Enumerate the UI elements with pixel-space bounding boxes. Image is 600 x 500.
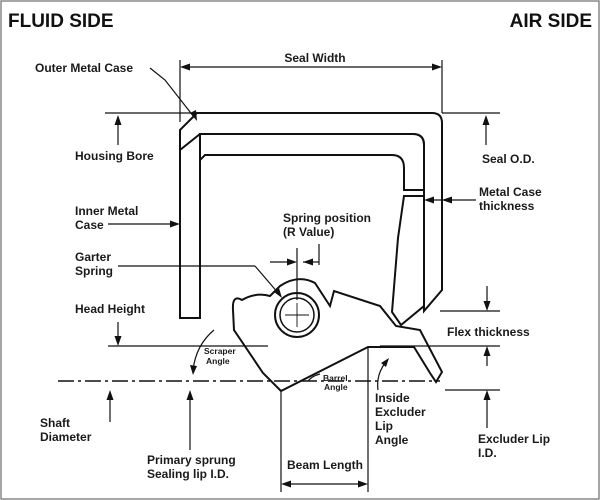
excluder-lip-label-2: I.D. bbox=[478, 446, 497, 460]
inner-metal-case-label-2: Case bbox=[75, 218, 104, 232]
outer-metal-case-label: Outer Metal Case bbox=[35, 61, 133, 75]
beam-length-label: Beam Length bbox=[287, 458, 363, 472]
scraper-angle-arrow bbox=[190, 365, 197, 375]
inner-metal-case-arrow bbox=[170, 220, 180, 228]
inside-excluder-label-2: Excluder bbox=[375, 405, 426, 419]
garter-spring-leader-diag bbox=[254, 265, 280, 295]
garter-spring-arrow bbox=[274, 288, 282, 298]
inside-excluder-label-3: Lip bbox=[375, 419, 393, 433]
flex-thickness-label: Flex thickness bbox=[447, 325, 530, 339]
seal-od-label: Seal O.D. bbox=[482, 152, 535, 166]
metal-case-leg bbox=[390, 195, 425, 327]
beam-length-arrow-right bbox=[358, 480, 368, 488]
metal-case-thickness-label-1: Metal Case bbox=[479, 185, 542, 199]
metal-case-thickness-label-2: thickness bbox=[479, 199, 535, 213]
inside-excluder-arc bbox=[377, 361, 387, 391]
primary-lip-label-1: Primary sprung bbox=[147, 453, 236, 467]
barrel-angle-arc bbox=[307, 373, 321, 382]
primary-lip-arrow bbox=[186, 390, 194, 400]
spring-position-arrow-left bbox=[287, 258, 297, 266]
flex-thickness-arrow-bottom bbox=[483, 346, 491, 356]
inside-excluder-arrow bbox=[381, 358, 389, 367]
metal-case-thickness-arrow-left bbox=[424, 196, 434, 204]
garter-spring-label-2: Spring bbox=[75, 264, 113, 278]
rubber-sealing-element bbox=[231, 278, 444, 393]
housing-bore-arrow bbox=[114, 115, 122, 125]
inner-metal-case-label-1: Inner Metal bbox=[75, 204, 138, 218]
spring-position-label-1: Spring position bbox=[283, 211, 371, 225]
inside-excluder-label-1: Inside bbox=[375, 391, 410, 405]
barrel-angle-label-2: Angle bbox=[324, 382, 348, 392]
head-height-label: Head Height bbox=[75, 302, 145, 316]
scraper-angle-label-1: Scraper bbox=[204, 346, 236, 356]
barrel-angle-label-1: Barrel bbox=[323, 373, 348, 383]
spring-position-label-2: (R Value) bbox=[283, 225, 334, 239]
primary-lip-label-2: Sealing lip I.D. bbox=[147, 467, 229, 481]
shaft-diameter-label-2: Diameter bbox=[40, 430, 92, 444]
seal-width-arrow-right bbox=[432, 63, 442, 71]
excluder-lip-label-1: Excluder Lip bbox=[478, 432, 550, 446]
flex-thickness-arrow-top bbox=[483, 301, 491, 311]
fluid-side-heading: FLUID SIDE bbox=[8, 11, 114, 32]
outer-metal-case-leader bbox=[149, 67, 195, 118]
spring-position-arrow-right bbox=[303, 258, 313, 266]
inside-excluder-label-4: Angle bbox=[375, 433, 409, 447]
shaft-diameter-arrow bbox=[106, 390, 114, 400]
garter-spring-label-1: Garter bbox=[75, 250, 111, 264]
seal-od-arrow bbox=[482, 115, 490, 125]
seal-width-arrow-left bbox=[180, 63, 190, 71]
scraper-angle-label-2: Angle bbox=[206, 356, 230, 366]
excluder-lip-arrow bbox=[483, 390, 491, 400]
beam-length-arrow-left bbox=[281, 480, 291, 488]
air-side-heading: AIR SIDE bbox=[510, 11, 592, 32]
shaft-diameter-label-1: Shaft bbox=[40, 416, 70, 430]
seal-width-label: Seal Width bbox=[284, 51, 345, 65]
inner-metal-case bbox=[179, 133, 425, 319]
metal-case-thickness-arrow-right bbox=[442, 196, 452, 204]
housing-bore-label: Housing Bore bbox=[75, 149, 154, 163]
head-height-arrow bbox=[114, 336, 122, 346]
